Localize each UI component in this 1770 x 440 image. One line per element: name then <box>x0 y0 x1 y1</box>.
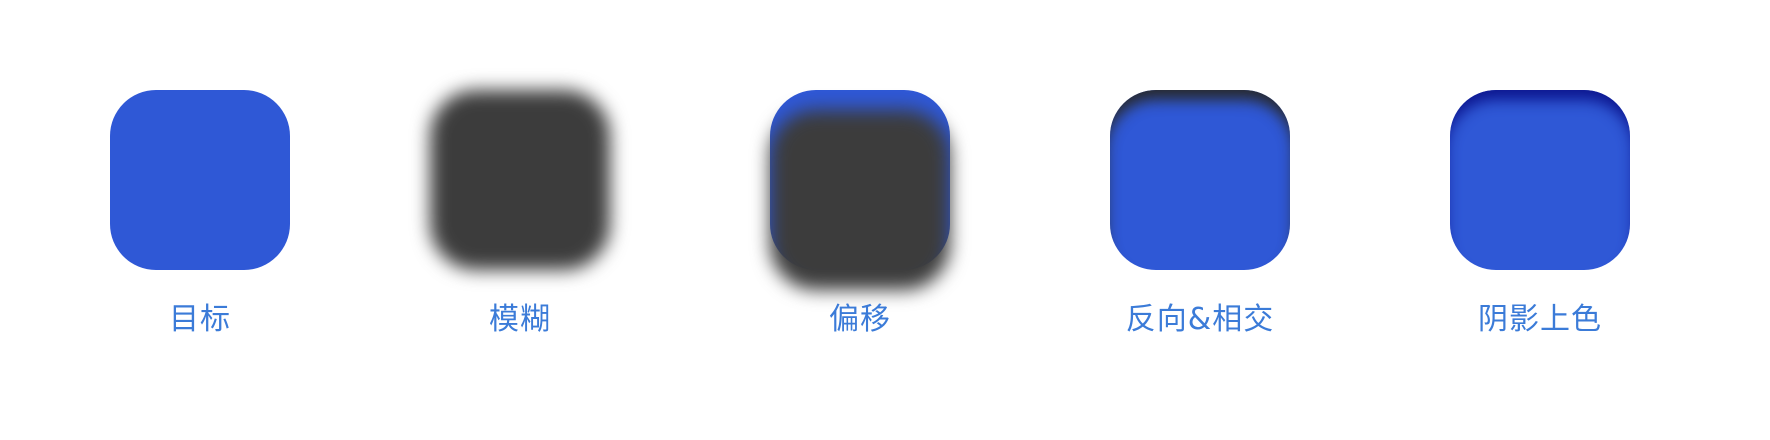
intersect-shape-slot <box>1110 90 1290 270</box>
colored-shape-slot <box>1450 90 1630 270</box>
offset-shape-slot <box>770 90 950 290</box>
blurred-gray-square <box>430 90 610 270</box>
step-label-offset: 偏移 <box>829 302 891 337</box>
step-target: 目标 <box>50 0 350 440</box>
colored-inner-shadow-square <box>1450 90 1630 270</box>
step-offset: 偏移 <box>710 0 1010 440</box>
target-shape-slot <box>110 90 290 270</box>
step-label-inverse-intersect: 反向&相交 <box>1125 302 1275 337</box>
step-label-shadow-color: 阴影上色 <box>1478 302 1602 337</box>
step-shadow-color: 阴影上色 <box>1390 0 1690 440</box>
offset-blurred-gray-square <box>770 110 950 290</box>
target-rounded-square <box>110 90 290 270</box>
intersect-inner-shadow-square <box>1110 90 1290 270</box>
step-inverse-intersect: 反向&相交 <box>1050 0 1350 440</box>
step-blur: 模糊 <box>370 0 670 440</box>
blur-shape-slot <box>430 90 610 270</box>
step-label-blur: 模糊 <box>489 302 551 337</box>
step-label-target: 目标 <box>169 302 231 337</box>
